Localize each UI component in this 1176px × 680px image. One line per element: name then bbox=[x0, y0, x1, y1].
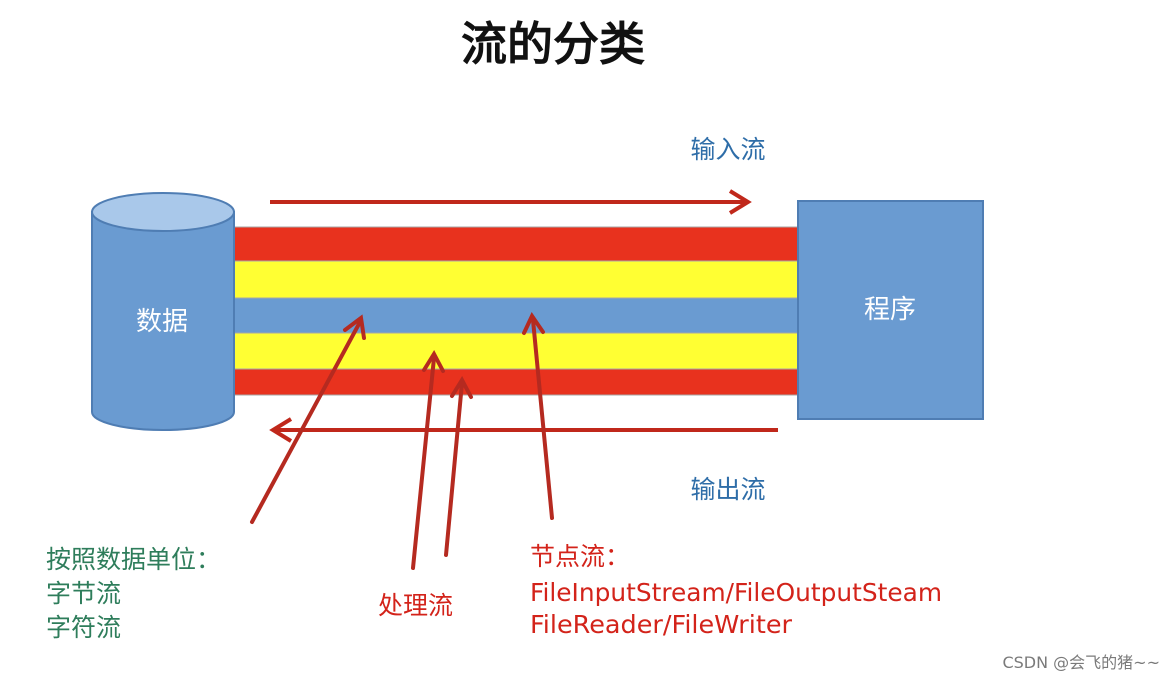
node-stream-item-file-reader: FileReader/FileWriter bbox=[530, 610, 793, 639]
pipe-blue-center bbox=[231, 297, 801, 334]
pointer-processing-2 bbox=[444, 375, 473, 557]
by-unit-item-chars: 字符流 bbox=[46, 613, 121, 642]
pipe-yellow-bottom bbox=[231, 332, 801, 370]
input-flow-arrow bbox=[270, 189, 752, 215]
output-flow-label: 输出流 bbox=[690, 475, 765, 504]
output-flow-arrow bbox=[269, 417, 778, 443]
annotation-by-unit: 按照数据单位： 字节流 字符流 bbox=[46, 545, 221, 642]
pipe-red-top bbox=[231, 226, 801, 262]
page-title: 流的分类 bbox=[461, 17, 645, 71]
data-store-label: 数据 bbox=[136, 307, 188, 337]
program-box bbox=[797, 200, 984, 420]
pointer-node-stream bbox=[522, 311, 554, 520]
processing-stream-label: 处理流 bbox=[378, 591, 453, 620]
node-stream-heading: 节点流： bbox=[530, 542, 630, 571]
pointer-by-unit bbox=[250, 314, 366, 524]
data-store-cylinder bbox=[91, 192, 235, 431]
by-unit-heading: 按照数据单位： bbox=[46, 545, 221, 574]
annotation-node-stream: 节点流： FileInputStream/FileOutputSteam Fil… bbox=[530, 542, 942, 639]
node-stream-item-file-stream: FileInputStream/FileOutputSteam bbox=[530, 578, 942, 607]
stream-pipe bbox=[231, 226, 801, 396]
watermark: CSDN @会飞的猪~~ bbox=[1002, 653, 1160, 672]
pipe-red-bottom bbox=[231, 368, 801, 396]
pointer-processing-1 bbox=[411, 349, 445, 570]
program-label: 程序 bbox=[864, 295, 916, 325]
by-unit-item-bytes: 字节流 bbox=[46, 579, 121, 608]
pipe-yellow-top bbox=[231, 260, 801, 299]
input-flow-label: 输入流 bbox=[690, 135, 765, 164]
